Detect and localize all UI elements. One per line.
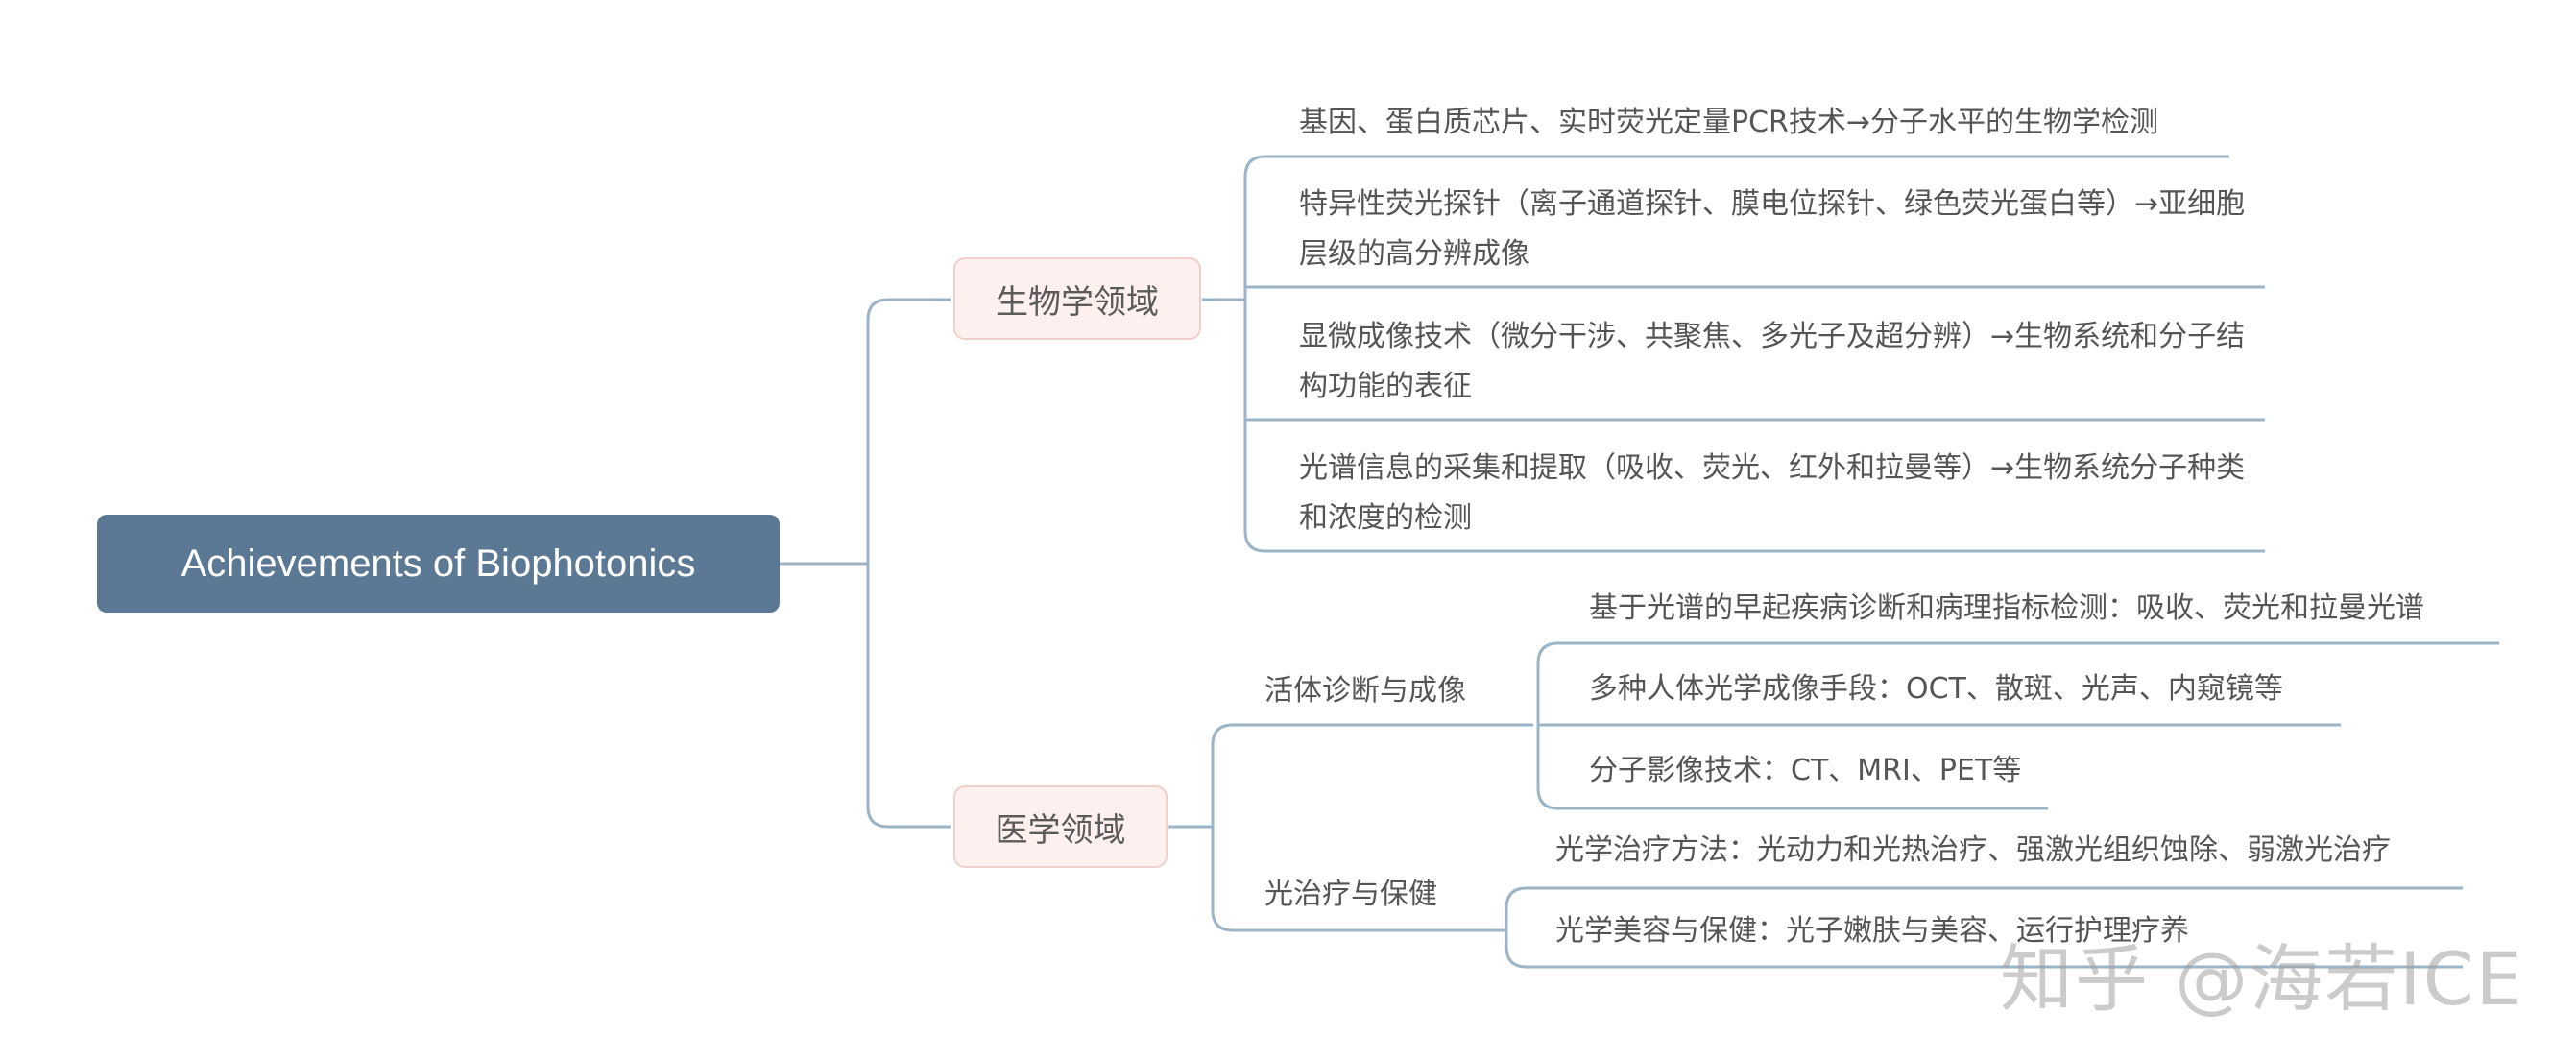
diagnosis-item-1[interactable]: 基于光谱的早起疾病诊断和病理指标检测：吸收、荧光和拉曼光谱 [1589, 591, 2424, 625]
therapy-item-2[interactable]: 光学美容与保健：光子嫩肤与美容、运行护理疗养 [1555, 914, 2189, 948]
branch-biology[interactable]: 生物学领域 [953, 257, 1201, 340]
bio-item-2[interactable]: 特异性荧光探针（离子通道探针、膜电位探针、绿色荧光蛋白等）→亚细胞层级的高分辨成… [1299, 187, 2246, 271]
trunk-connector [866, 298, 951, 829]
watermark: 知乎 @海若ICE [2000, 936, 2524, 1022]
diagnosis-item-2[interactable]: 多种人体光学成像手段：OCT、散斑、光声、内窥镜等 [1589, 672, 2283, 706]
diagnosis-item-3[interactable]: 分子影像技术：CT、MRI、PET等 [1589, 754, 2022, 787]
med-sub-therapy[interactable]: 光治疗与保健 [1264, 878, 1437, 911]
branch-medicine[interactable]: 医学领域 [953, 785, 1168, 868]
therapy-item-1[interactable]: 光学治疗方法：光动力和光热治疗、强激光组织蚀除、弱激光治疗 [1555, 833, 2391, 867]
root-topic[interactable]: Achievements of Biophotonics [97, 515, 780, 613]
med-sub-bracket [1211, 723, 1533, 932]
bio-item-4[interactable]: 光谱信息的采集和提取（吸收、荧光、红外和拉曼等）→生物系统分子种类和浓度的检测 [1299, 451, 2246, 535]
bio-item-3[interactable]: 显微成像技术（微分干涉、共聚焦、多光子及超分辨）→生物系统和分子结构功能的表征 [1299, 320, 2246, 403]
bio-item-bracket [1243, 155, 2265, 553]
bio-item-1[interactable]: 基因、蛋白质芯片、实时荧光定量PCR技术→分子水平的生物学检测 [1299, 106, 2159, 139]
med-sub-diagnosis[interactable]: 活体诊断与成像 [1264, 674, 1466, 708]
therapy-item-bracket [1505, 886, 2463, 969]
